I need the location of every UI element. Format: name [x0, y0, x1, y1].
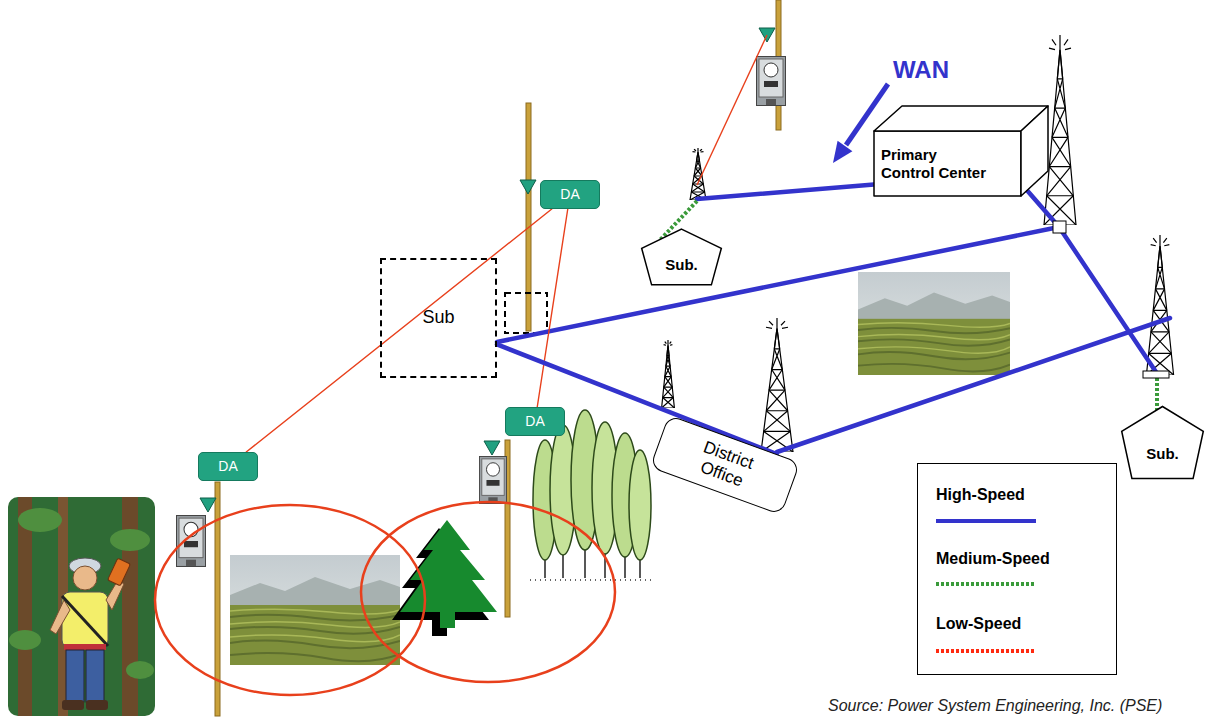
lineman-picture: [8, 497, 155, 716]
label-holder: WAN: [893, 56, 949, 84]
junction-square: [1053, 221, 1066, 233]
field-photo: [858, 272, 1010, 375]
junction-square: [1143, 371, 1169, 378]
radio-tower: [761, 318, 793, 452]
radio-tower: [1044, 35, 1076, 225]
node-text: Sub.: [1146, 445, 1179, 463]
district-office-box: District Office: [650, 415, 801, 516]
node-text: Primary Control Center: [881, 146, 991, 182]
link-line: [497, 344, 777, 454]
medium-speed-link: [660, 201, 1157, 420]
utility-pole: [215, 0, 781, 716]
radio-tower: [690, 148, 706, 200]
meter-icon: [177, 516, 206, 567]
node-text: DA: [560, 186, 579, 203]
node-text: DA: [218, 458, 237, 475]
meter-icon: [479, 456, 506, 503]
meter-icon: [757, 57, 786, 106]
node-text: District Office: [673, 430, 776, 501]
pentagon-outline: [1120, 405, 1205, 480]
radio-tower: [1146, 235, 1173, 375]
radio-tower: [662, 340, 675, 408]
medium-speed-swatch: [936, 579, 1040, 589]
high-speed-swatch: [936, 516, 1040, 526]
node-text: DA: [525, 413, 544, 430]
field-photo: [230, 555, 400, 665]
node-text: Sub.: [665, 256, 698, 274]
da-tag: DA: [540, 180, 600, 209]
low-speed-link: [697, 35, 767, 185]
fir-tree: [392, 520, 497, 636]
wan-label: WAN: [893, 56, 949, 84]
legend-text: Medium-Speed: [936, 550, 1050, 568]
coverage-ellipse: [361, 502, 615, 682]
substation-pentagon: Sub.: [640, 228, 723, 286]
legend-box: High-SpeedMedium-SpeedLow-Speed: [917, 463, 1117, 675]
low-speed-swatch: [936, 646, 1040, 656]
node-text: Sub: [422, 307, 454, 329]
high-speed-link: [497, 184, 1170, 452]
da-tag: DA: [505, 407, 565, 436]
legend-text: Low-Speed: [936, 615, 1021, 633]
coverage-ellipse: [155, 505, 425, 695]
legend-text: High-Speed: [936, 486, 1025, 504]
control-center-box: Primary Control Center: [873, 105, 1049, 197]
substation-pentagon: Sub.: [1120, 405, 1205, 480]
dashed-box: [505, 293, 547, 333]
source-note: Source: Power System Engineering, Inc. (…: [828, 697, 1162, 715]
label-holder: Source: Power System Engineering, Inc. (…: [828, 697, 1162, 715]
da-tag: DA: [198, 452, 258, 481]
substation-dashed-box: Sub: [380, 258, 497, 378]
link-line: [537, 209, 568, 407]
